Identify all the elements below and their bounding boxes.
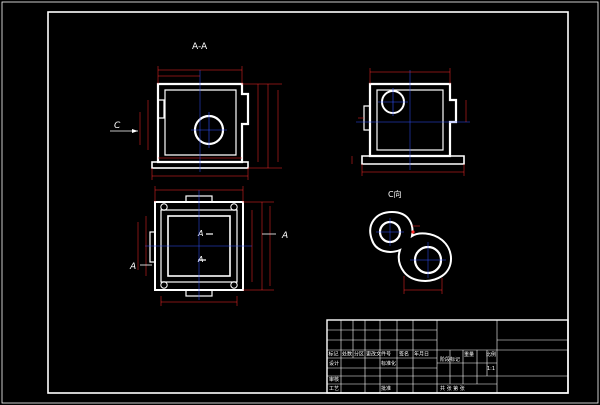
view-c: C向 [369, 189, 452, 294]
tb-scale-value: 1:1 [487, 366, 495, 372]
corner-boss [160, 281, 168, 289]
tb-weight: 重量 [464, 351, 474, 358]
section-a-a-view: A-A [110, 42, 282, 180]
tb-approve: 批准 [381, 385, 391, 392]
tb-zone: 分区 [354, 351, 364, 358]
inner-border [47, 11, 569, 394]
section-a-a-cavity [164, 89, 237, 156]
tb-stage-mark: 阶段标记 [440, 356, 460, 363]
corner-boss [160, 203, 168, 211]
tb-sheets: 共 张 第 张 [440, 385, 465, 392]
title-block-frame [326, 319, 569, 394]
side-view [351, 68, 470, 176]
tb-standardization: 标准化 [381, 360, 396, 367]
left-tab [149, 231, 156, 263]
corner-boss [230, 203, 238, 211]
side-view-base [361, 155, 465, 165]
tb-change-doc: 更改文件号 [366, 351, 391, 358]
tb-designer: 设计 [329, 360, 339, 367]
view-c-outer-contour [369, 210, 452, 282]
section-a-a-dimensions [139, 66, 282, 180]
title-block: 标记 处数 分区 更改文件号 签名 年月日 设计 标准化 审核 工艺 批准 阶段… [326, 319, 569, 394]
tb-count: 处数 [342, 351, 352, 358]
tb-process: 工艺 [329, 386, 339, 392]
view-c-arrow-label: C [114, 121, 121, 131]
tb-scale: 比例 [486, 351, 496, 358]
tb-review: 审核 [329, 376, 339, 383]
tb-date: 年月日 [414, 351, 429, 358]
view-c-label: C向 [388, 189, 402, 199]
section-a-right-label: A [281, 231, 288, 241]
a-mark-1: A [197, 229, 203, 238]
top-view-dimensions [137, 186, 274, 306]
section-a-a-label: A-A [192, 42, 208, 52]
section-a-left-label: A [129, 262, 136, 272]
a-mark-2: A [197, 255, 203, 264]
top-view: A A A A [129, 186, 288, 306]
view-c-arrowhead [132, 129, 138, 133]
view-c-dimensions [403, 225, 443, 294]
corner-boss [230, 281, 238, 289]
section-a-a-outline [156, 82, 250, 164]
side-view-dimensions [351, 68, 467, 176]
section-a-a-notch [158, 99, 165, 119]
tb-signature: 签名 [399, 351, 409, 358]
tb-mark: 标记 [329, 351, 339, 358]
view-c-tap-mark [411, 230, 415, 234]
